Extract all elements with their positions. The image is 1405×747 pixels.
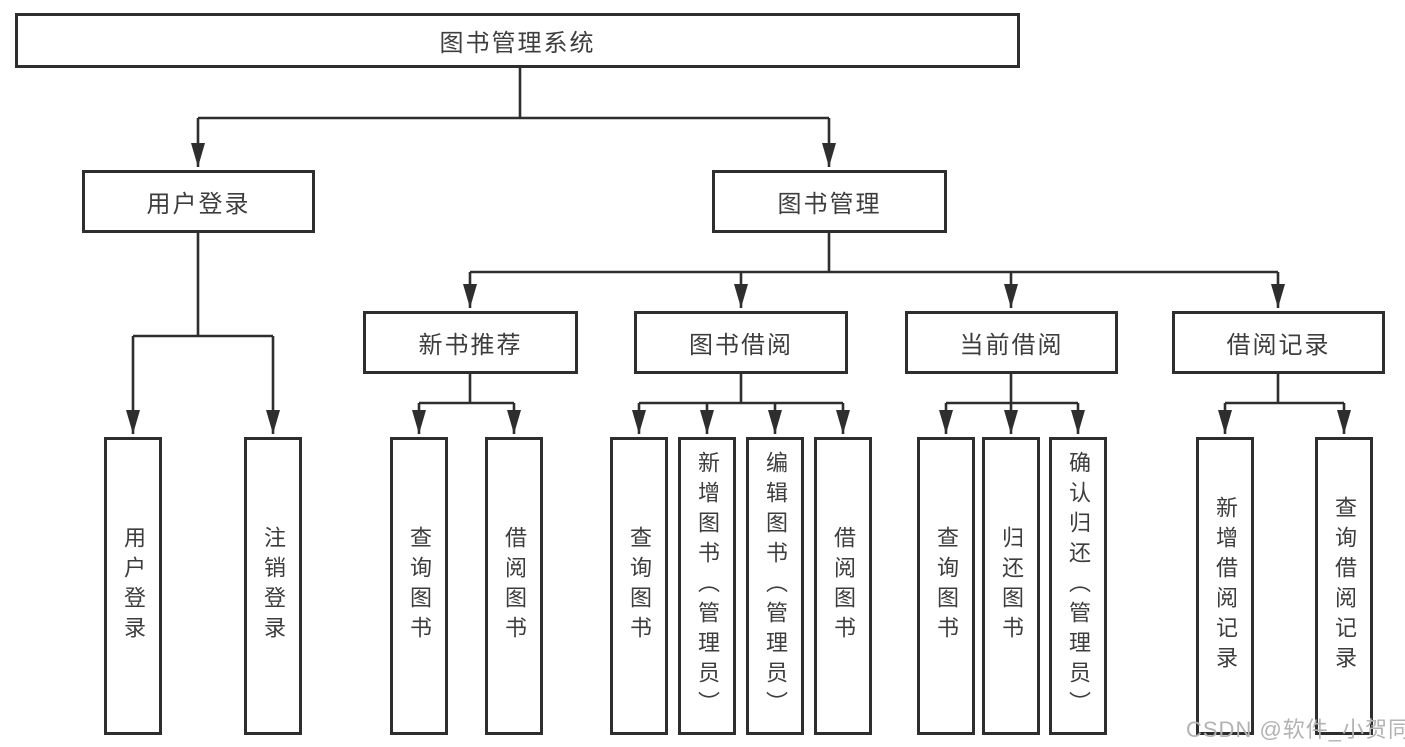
node-new-book-recommend: 新书推荐 (363, 311, 578, 374)
node-leaf-confirm-return-admin: 确认归还（管理员） (1049, 437, 1107, 735)
node-leaf-add-books-admin: 新增图书（管理员） (678, 437, 736, 735)
node-book-borrow: 图书借阅 (634, 311, 848, 374)
node-leaf-edit-books-admin: 编辑图书（管理员） (746, 437, 804, 735)
csdn-watermark: CSDN @软件_小贺同学 (1186, 717, 1405, 742)
connector-rails (133, 67, 1344, 405)
node-leaf-query-books-1: 查询图书 (390, 437, 448, 735)
node-leaf-borrow-books-2: 借阅图书 (814, 437, 872, 735)
node-leaf-user-login: 用户登录 (104, 437, 162, 735)
node-borrow-records: 借阅记录 (1172, 311, 1385, 374)
node-leaf-query-borrow-record: 查询借阅记录 (1315, 437, 1373, 735)
node-leaf-return-books: 归还图书 (982, 437, 1040, 735)
node-leaf-query-books-3: 查询图书 (917, 437, 975, 735)
node-current-borrow: 当前借阅 (905, 311, 1118, 374)
node-leaf-add-borrow-record: 新增借阅记录 (1196, 437, 1254, 735)
node-root: 图书管理系统 (15, 13, 1020, 68)
node-user-login: 用户登录 (82, 170, 315, 233)
node-book-management: 图书管理 (712, 170, 947, 233)
node-leaf-borrow-books-1: 借阅图书 (485, 437, 543, 735)
node-leaf-query-books-2: 查询图书 (610, 437, 668, 735)
node-leaf-logout: 注销登录 (244, 437, 302, 735)
